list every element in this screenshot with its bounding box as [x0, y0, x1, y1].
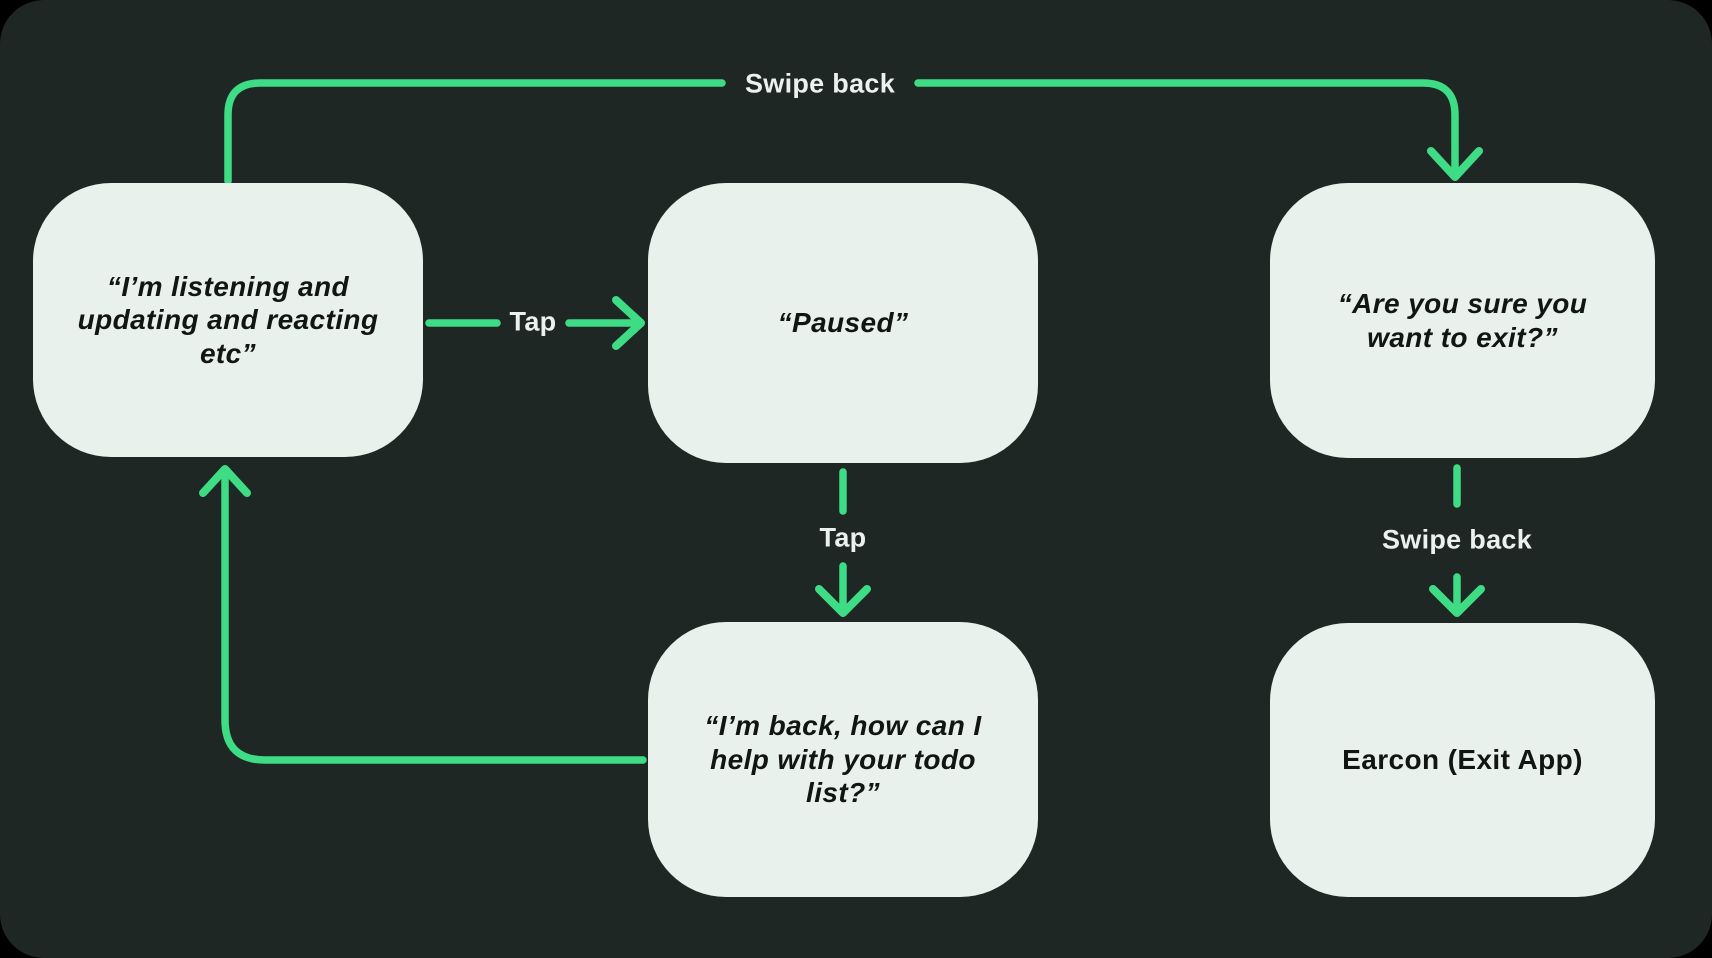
node-listening-label: “I’m listening and updating and reacting…: [77, 270, 379, 369]
node-paused: “Paused”: [648, 183, 1038, 463]
node-back-todo-label: “I’m back, how can I help with your todo…: [704, 710, 982, 809]
arrowhead-down-icon: [1427, 147, 1483, 181]
node-exit-confirm-label: “Are you sure you want to exit?”: [1337, 287, 1588, 353]
edge-label-tap-right: Tap: [509, 306, 557, 337]
edge-swipe-back-top-line-right: [914, 79, 1459, 172]
edge-tap-down: [815, 468, 871, 617]
edge-label-swipe-back-top: Swipe back: [744, 68, 896, 99]
edge-swipe-back-top: [224, 79, 1483, 185]
arrowhead-right-icon: [612, 296, 645, 350]
arrowhead-down-icon: [815, 585, 871, 617]
node-earcon-label: Earcon (Exit App): [1342, 744, 1583, 776]
edge-label-swipe-back-down: Swipe back: [1381, 524, 1533, 555]
edge-loop-back-line: [221, 466, 647, 764]
node-listening: “I’m listening and updating and reacting…: [33, 183, 423, 457]
edge-tap-right: [425, 296, 645, 350]
edge-loop-back: [199, 465, 647, 764]
edge-label-tap-down: Tap: [819, 522, 867, 553]
node-back-todo: “I’m back, how can I help with your todo…: [648, 622, 1038, 897]
edge-swipe-back-down: [1429, 464, 1485, 617]
edge-swipe-back-top-line-left: [224, 79, 726, 185]
arrowhead-down-icon: [1429, 585, 1485, 617]
node-exit-confirm: “Are you sure you want to exit?”: [1270, 183, 1655, 458]
node-earcon: Earcon (Exit App): [1270, 623, 1655, 897]
arrowhead-up-icon: [199, 465, 251, 497]
node-paused-label: “Paused”: [777, 307, 909, 339]
